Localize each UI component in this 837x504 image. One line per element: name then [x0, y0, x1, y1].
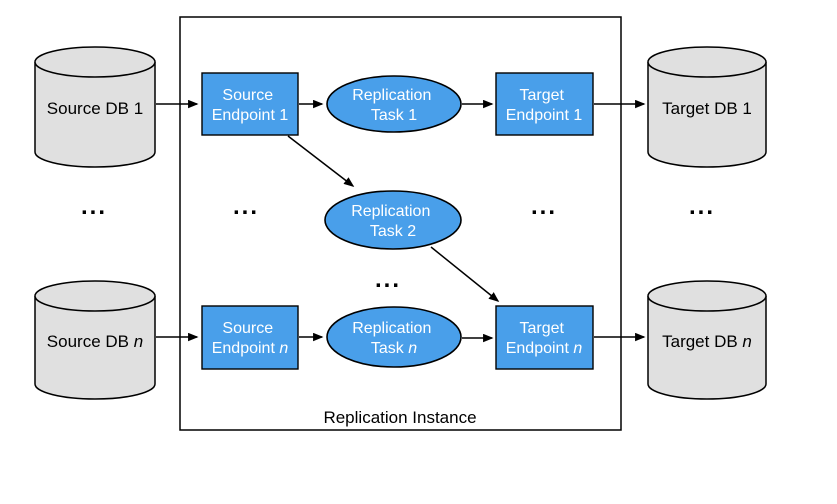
target-db-n-label-n: n — [742, 332, 751, 351]
target-db-1-node: Target DB 1 — [647, 46, 767, 168]
source-endpoint-n-line1: Source — [222, 320, 273, 337]
target-endpoint-1-line2: Endpoint 1 — [506, 107, 583, 124]
source-endpoint-1-line2: Endpoint 1 — [212, 107, 289, 124]
target-endpoint-n-box — [495, 305, 594, 370]
arrow-source-endpoint-1-to-task-2 — [287, 135, 355, 187]
ellipsis-source-endpoint-column: ... — [233, 193, 259, 220]
source-endpoint-1-box — [201, 72, 299, 136]
target-endpoint-n-line2: Endpoint — [506, 340, 574, 357]
target-db-n-label-text: Target DB — [662, 332, 742, 351]
target-db-1-label: Target DB 1 — [662, 99, 752, 118]
source-db-n-label-n: n — [134, 332, 143, 351]
target-endpoint-n-label: Target Endpoint n — [506, 320, 583, 357]
replication-instance-label: Replication Instance — [323, 408, 476, 427]
replication-task-n-ellipse — [326, 306, 462, 368]
source-endpoint-n-line2-n: n — [279, 340, 288, 357]
source-db-1-label-text: Source DB 1 — [47, 99, 143, 118]
source-db-1-node: Source DB 1 — [34, 46, 156, 168]
source-db-n-node: Source DB n — [34, 280, 156, 400]
target-db-1-cylinder-top — [647, 46, 767, 78]
source-db-1-label: Source DB 1 — [47, 99, 143, 118]
source-endpoint-n-line2: Endpoint — [212, 340, 280, 357]
replication-task-2-line1: Replication — [351, 203, 430, 220]
source-db-n-label-text: Source DB — [47, 332, 134, 351]
replication-task-2-node: Replication Task 2 — [324, 190, 462, 250]
target-endpoint-1-box — [495, 72, 594, 136]
target-db-n-label: Target DB n — [662, 332, 752, 351]
source-db-n-label: Source DB n — [47, 332, 143, 351]
arrow-task-2-to-target-endpoint-n — [430, 246, 500, 302]
source-endpoint-n-label: Source Endpoint n — [212, 320, 289, 357]
target-endpoint-1-label: Target Endpoint 1 — [506, 87, 583, 124]
ellipsis-target-db-column: ... — [689, 193, 715, 220]
replication-instance-box — [179, 16, 622, 431]
source-endpoint-1-label: Source Endpoint 1 — [212, 87, 289, 124]
replication-task-n-line2: Task — [371, 340, 408, 357]
replication-task-1-node: Replication Task 1 — [326, 75, 462, 133]
target-db-n-cylinder — [647, 296, 767, 400]
source-db-n-cylinder — [34, 296, 156, 400]
ellipsis-target-endpoint-column: ... — [531, 193, 557, 220]
replication-task-n-line1: Replication — [352, 320, 431, 337]
replication-task-1-line2: Task 1 — [371, 107, 417, 124]
source-endpoint-n-box — [201, 305, 299, 370]
source-endpoint-1-line1: Source — [222, 87, 273, 104]
source-endpoint-1-node: Source Endpoint 1 — [201, 72, 299, 136]
ellipsis-source-db-column: ... — [81, 193, 107, 220]
ellipsis-task-column: ... — [375, 266, 401, 293]
source-endpoint-n-node: Source Endpoint n — [201, 305, 299, 370]
target-endpoint-n-line1: Target — [520, 320, 565, 337]
source-db-1-cylinder — [34, 62, 156, 168]
target-endpoint-n-line2-n: n — [573, 340, 582, 357]
replication-task-1-ellipse — [326, 75, 462, 133]
target-endpoint-1-line1: Target — [520, 87, 565, 104]
replication-task-1-line1: Replication — [352, 87, 431, 104]
source-db-n-cylinder-top — [34, 280, 156, 312]
target-db-n-cylinder-top — [647, 280, 767, 312]
replication-task-n-label: Replication Task n — [352, 320, 436, 357]
replication-task-n-line2-n: n — [408, 340, 417, 357]
target-db-1-cylinder — [647, 62, 767, 168]
target-db-n-node: Target DB n — [647, 280, 767, 400]
replication-task-2-label: Replication Task 2 — [351, 203, 435, 240]
replication-task-2-ellipse — [324, 190, 462, 250]
target-db-1-label-text: Target DB 1 — [662, 99, 752, 118]
replication-task-2-line2: Task 2 — [370, 223, 416, 240]
source-db-1-cylinder-top — [34, 46, 156, 78]
target-endpoint-1-node: Target Endpoint 1 — [495, 72, 594, 136]
target-endpoint-n-node: Target Endpoint n — [495, 305, 594, 370]
replication-task-n-node: Replication Task n — [326, 306, 462, 368]
replication-task-1-label: Replication Task 1 — [352, 87, 436, 124]
